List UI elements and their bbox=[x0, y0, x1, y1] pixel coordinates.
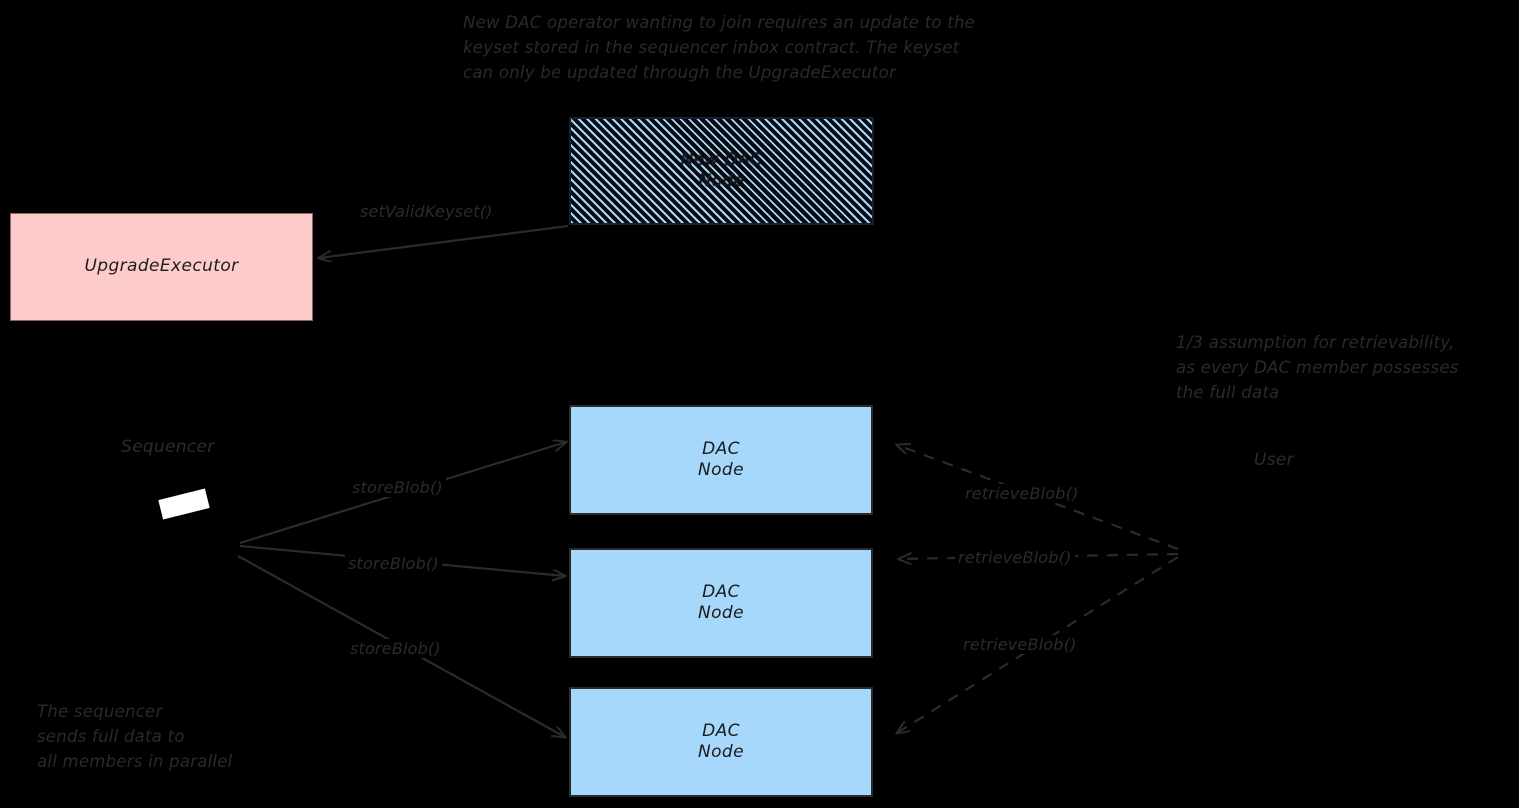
edge-label-store-blob-3: storeBlob() bbox=[347, 639, 444, 658]
node-dac-node-2-label: DAC Node bbox=[698, 581, 744, 623]
label-sequencer: Sequencer bbox=[121, 437, 215, 457]
edge-label-set-valid-keyset: setValidKeyset() bbox=[357, 202, 496, 221]
note-retrievability-assumption: 1/3 assumption for retrievability, as ev… bbox=[1176, 333, 1459, 402]
node-upgrade-executor[interactable]: UpgradeExecutor bbox=[10, 213, 313, 321]
edge-label-retrieve-blob-3: retrieveBlob() bbox=[960, 635, 1080, 654]
node-dac-node-3-label: DAC Node bbox=[698, 720, 744, 762]
node-dac-node-1[interactable]: DAC Node bbox=[569, 405, 873, 515]
node-upgrade-executor-label: UpgradeExecutor bbox=[84, 256, 239, 277]
edge-set-valid-keyset bbox=[319, 224, 569, 258]
node-new-dac-node-label: New DAC Node bbox=[680, 149, 763, 191]
node-new-dac-node[interactable]: New DAC Node bbox=[569, 117, 874, 225]
edge-label-retrieve-blob-1: retrieveBlob() bbox=[962, 484, 1082, 503]
node-dac-node-2[interactable]: DAC Node bbox=[569, 548, 873, 658]
sequencer-glyph bbox=[158, 488, 210, 520]
note-sequencer-parallel: The sequencer sends full data to all mem… bbox=[37, 702, 233, 771]
note-keyset-update: New DAC operator wanting to join require… bbox=[463, 13, 976, 82]
label-user: User bbox=[1254, 450, 1294, 470]
node-dac-node-3[interactable]: DAC Node bbox=[569, 687, 873, 797]
edge-label-store-blob-1: storeBlob() bbox=[349, 478, 446, 497]
node-dac-node-1-label: DAC Node bbox=[698, 438, 744, 480]
edge-label-store-blob-2: storeBlob() bbox=[345, 554, 442, 573]
edge-label-retrieve-blob-2: retrieveBlob() bbox=[955, 548, 1075, 567]
